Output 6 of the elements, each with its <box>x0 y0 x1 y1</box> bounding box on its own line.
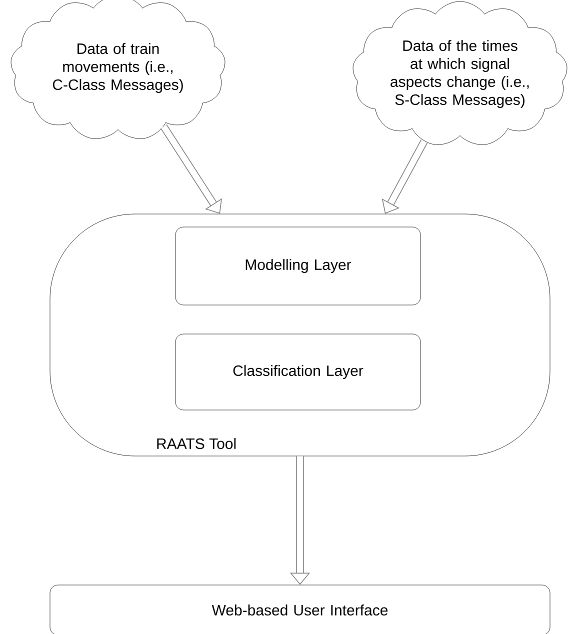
layer-box: Modelling Layer <box>175 226 421 306</box>
interface-box: Web-based User Interface <box>50 584 550 634</box>
data-cloud: Data of the times at which signal aspects change (i.e., S-Class Messages) <box>352 1 568 145</box>
hollow-arrow <box>160 124 222 214</box>
layer-box: Classification Layer <box>175 334 421 410</box>
data-cloud: Data of train movements (i.e., C-Class Messages) <box>10 0 226 139</box>
